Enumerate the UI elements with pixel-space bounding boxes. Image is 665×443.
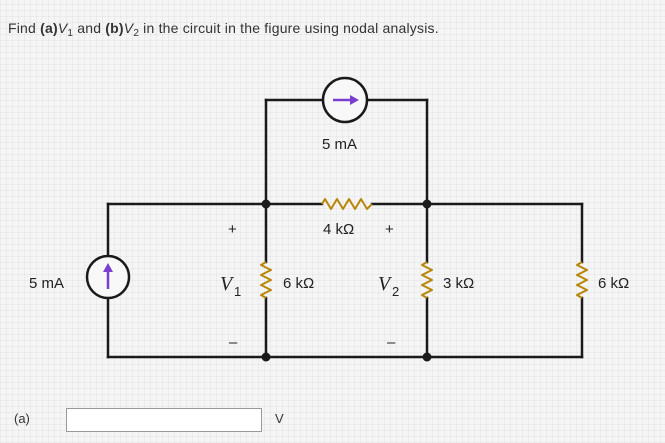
question-prefix: Find — [8, 20, 41, 36]
node-top-right — [422, 199, 432, 209]
node-bottom-right — [422, 352, 432, 362]
v1-plus: + — [228, 221, 237, 238]
resistor-right-zigzag — [576, 261, 588, 299]
node-top-left — [261, 199, 271, 209]
resistor-v1-label: 6 kΩ — [283, 275, 314, 292]
question-v2-letter: V — [123, 20, 134, 36]
v2-label-letter: V — [378, 273, 393, 295]
question-v2-sub: 2 — [133, 28, 140, 39]
left-source-label: 5 mA — [29, 275, 64, 292]
circuit-sources — [85, 76, 369, 300]
v1-label-letter: V — [220, 273, 235, 295]
circuit-resistors — [260, 198, 588, 299]
resistor-4k-label: 4 kΩ — [323, 221, 354, 238]
circuit-wires — [106, 98, 584, 359]
top-current-source-arrowhead — [350, 95, 359, 105]
answer-row: (a) V — [0, 398, 665, 443]
question-part-a: (a) — [40, 20, 58, 36]
answer-input[interactable] — [66, 408, 262, 432]
top-source-label: 5 mA — [322, 136, 357, 153]
question-text: Find (a)V1 and (b)V2 in the circuit in t… — [8, 20, 439, 39]
resistor-v2-label: 3 kΩ — [443, 275, 474, 292]
question-v1-letter: V — [57, 20, 68, 36]
node-bottom-left — [261, 352, 271, 362]
answer-unit: V — [275, 411, 284, 426]
circuit-nodes — [261, 199, 432, 362]
resistor-v1-zigzag — [260, 261, 272, 299]
resistor-right-label: 6 kΩ — [598, 275, 629, 292]
resistor-4k-plus: + — [385, 221, 394, 238]
answer-part-label: (a) — [14, 411, 30, 426]
resistor-4k-zigzag — [321, 198, 373, 210]
v2-minus: – — [387, 334, 396, 351]
v1-label-sub: 1 — [234, 284, 241, 299]
question-v1-sub: 1 — [67, 28, 74, 39]
question-suffix: in the circuit in the figure using nodal… — [139, 20, 439, 36]
resistor-v2-zigzag — [421, 261, 433, 299]
left-current-source-arrowhead — [103, 263, 113, 272]
v1-minus: – — [229, 334, 238, 351]
question-part-b: (b) — [105, 20, 124, 36]
v2-label-sub: 2 — [392, 284, 399, 299]
question-and: and — [73, 20, 106, 36]
